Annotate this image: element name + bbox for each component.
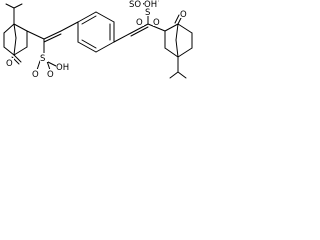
label-oh-left: OH [56, 63, 69, 73]
atom-labels: O S OH O O SO OH S O O O [6, 0, 188, 80]
label-s-left: S [40, 54, 45, 64]
label-o-right-b: O [153, 18, 160, 28]
label-o-left-a: O [32, 70, 39, 80]
benzene-ring [60, 11, 132, 53]
label-s-right: S [145, 8, 150, 18]
left-camphor-ring [3, 3, 28, 65]
label-o-right-a: O [136, 18, 143, 28]
right-camphor-ring [164, 14, 193, 79]
label-oh-right: OH [144, 0, 157, 10]
label-o-left-ketone: O [6, 59, 13, 69]
label-so-right: SO [129, 0, 141, 10]
left-vinyl-sulfonate [26, 30, 62, 71]
label-o-left-b: O [47, 70, 54, 80]
label-o-right-ketone: O [180, 10, 187, 20]
chemical-structure-diagram: O S OH O O SO OH S O O O [3, 0, 193, 80]
